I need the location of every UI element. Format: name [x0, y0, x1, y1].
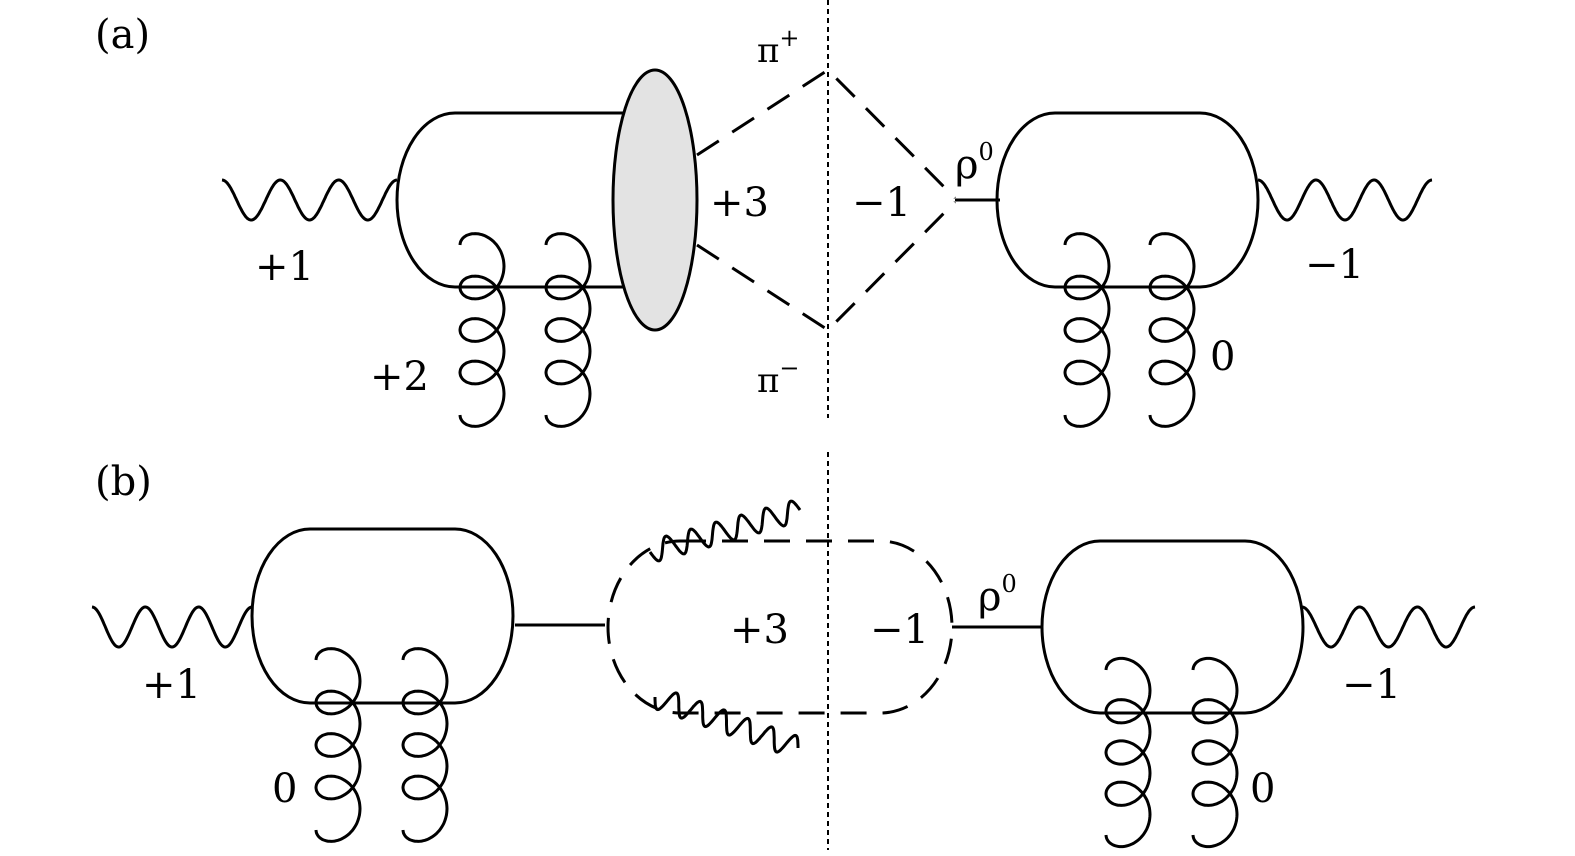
quark-loop-right — [995, 111, 1260, 289]
photon-left-helicity: +1 — [142, 662, 201, 708]
left-state-helicity: +3 — [730, 607, 789, 653]
hadronization-blob — [611, 68, 699, 332]
photon-emission-bottom — [653, 691, 800, 754]
pi-plus-line — [696, 68, 957, 200]
left-state-helicity: +3 — [710, 180, 769, 226]
pion-loop — [606, 539, 954, 715]
right-state-helicity: −1 — [870, 607, 929, 653]
rho-label: ρ0 — [978, 570, 1017, 620]
gluon-left-helicity: 0 — [272, 766, 297, 812]
gluon-right-helicity: 0 — [1250, 766, 1275, 812]
gluon-line — [1191, 656, 1239, 849]
photon-line-left — [221, 178, 398, 222]
gluon-line — [1063, 232, 1111, 428]
panel-b-label: (b) — [95, 459, 152, 505]
gluon-left-helicity: +2 — [370, 354, 429, 400]
photon-line-right — [1257, 178, 1433, 222]
gluon-line — [1104, 656, 1152, 849]
pi-plus-label: π+ — [757, 24, 799, 71]
photon-emission-top — [648, 499, 802, 563]
gluon-line — [458, 232, 506, 428]
gluon-line — [314, 647, 362, 843]
gluon-line — [544, 232, 592, 428]
quark-loop-left — [395, 111, 625, 289]
pi-minus-label: π− — [757, 354, 799, 401]
pi-minus-line — [696, 200, 957, 332]
panel-a: (a) +1 +2 π+ π− +3 −1 ρ0 −1 0 — [95, 0, 1433, 428]
quark-loop-right — [1040, 539, 1305, 715]
photon-right-helicity: −1 — [1342, 662, 1401, 708]
gluon-line — [1148, 232, 1196, 428]
right-state-helicity: −1 — [852, 180, 911, 226]
panel-a-label: (a) — [95, 12, 150, 58]
panel-b: (b) +1 0 +3 −1 ρ0 −1 0 — [91, 452, 1476, 850]
photon-right-helicity: −1 — [1305, 242, 1364, 288]
photon-line-right — [1301, 605, 1476, 649]
gluon-right-helicity: 0 — [1210, 334, 1235, 380]
photon-line-left — [91, 605, 253, 649]
gluon-line — [401, 647, 449, 843]
rho-label: ρ0 — [955, 138, 994, 188]
photon-left-helicity: +1 — [255, 244, 314, 290]
quark-loop-left — [250, 527, 515, 705]
